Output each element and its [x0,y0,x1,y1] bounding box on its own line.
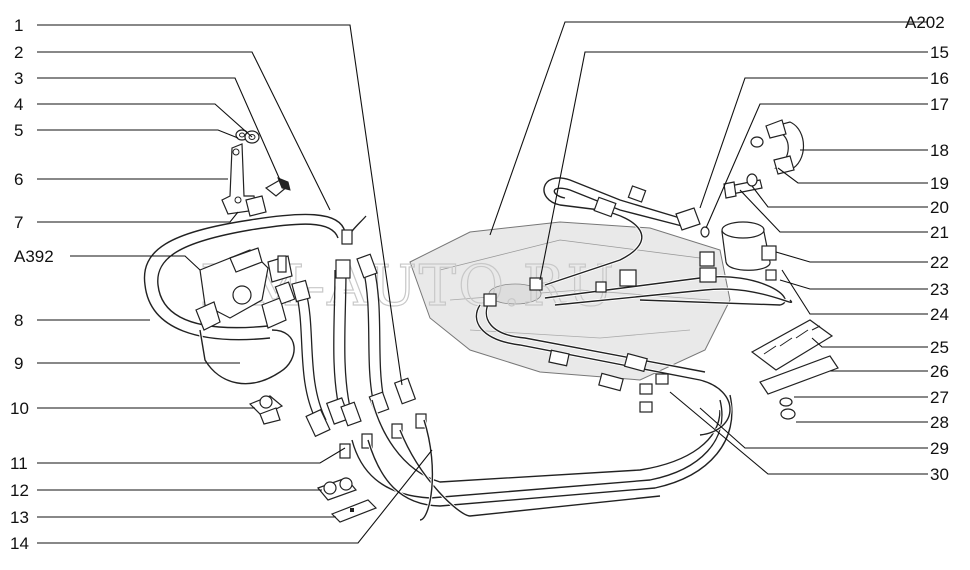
callout-11: 11 [10,454,28,473]
callout-4: 4 [14,95,23,114]
callout-23: 23 [930,280,949,299]
callout-22: 22 [930,253,949,272]
callout-14: 14 [10,534,29,553]
callout-2: 2 [14,43,23,62]
clip-7 [245,195,267,217]
plate-26 [759,355,839,395]
callout-30: 30 [930,465,949,484]
callout-15: 15 [930,43,949,62]
fuel-filter-22 [721,221,777,281]
callout-3: 3 [14,69,23,88]
callout-25: 25 [930,338,949,357]
callout-27: 27 [930,388,949,407]
callout-a202: A202 [905,13,945,32]
line-fittings [483,251,717,413]
callout-28: 28 [930,413,949,432]
return-line-loop [542,176,701,287]
left-tube-loop [142,212,347,386]
callout-8: 8 [14,311,23,330]
fuel-tank [409,221,731,381]
clamp-18 [765,119,804,175]
callout-a392: A392 [14,247,54,266]
clip-10 [248,395,284,425]
callout-17: 17 [930,95,949,114]
callout-6: 6 [14,170,23,189]
callout-26: 26 [930,362,949,381]
callout-13: 13 [10,508,29,527]
callout-24: 24 [930,305,949,324]
callout-5: 5 [14,121,23,140]
nut-28 [780,408,796,420]
clip-12 [316,477,358,501]
callout-21: 21 [930,223,949,242]
leader-lines [37,21,928,544]
washer-19 [750,136,764,148]
holder-25 [750,319,834,371]
callout-29: 29 [930,439,949,458]
callouts-right: A202 15 16 17 18 19 20 21 22 23 24 25 26… [905,13,949,484]
callout-20: 20 [930,198,949,217]
callout-1: 1 [14,16,23,35]
callout-19: 19 [930,174,949,193]
callouts-left: 1 2 3 4 5 6 7 A392 8 9 10 11 12 13 14 [10,16,54,553]
callout-9: 9 [14,354,23,373]
o-ring-17 [700,226,710,238]
callout-10: 10 [10,399,29,418]
bolt-3 [264,177,291,197]
washer-27 [779,397,793,407]
washer-20 [746,173,758,187]
callout-18: 18 [930,141,949,160]
plate-13 [330,499,378,523]
callout-7: 7 [14,213,23,232]
filter-assembly [195,247,293,331]
hose-fittings [274,229,427,459]
callout-12: 12 [10,481,29,500]
callout-16: 16 [930,69,949,88]
